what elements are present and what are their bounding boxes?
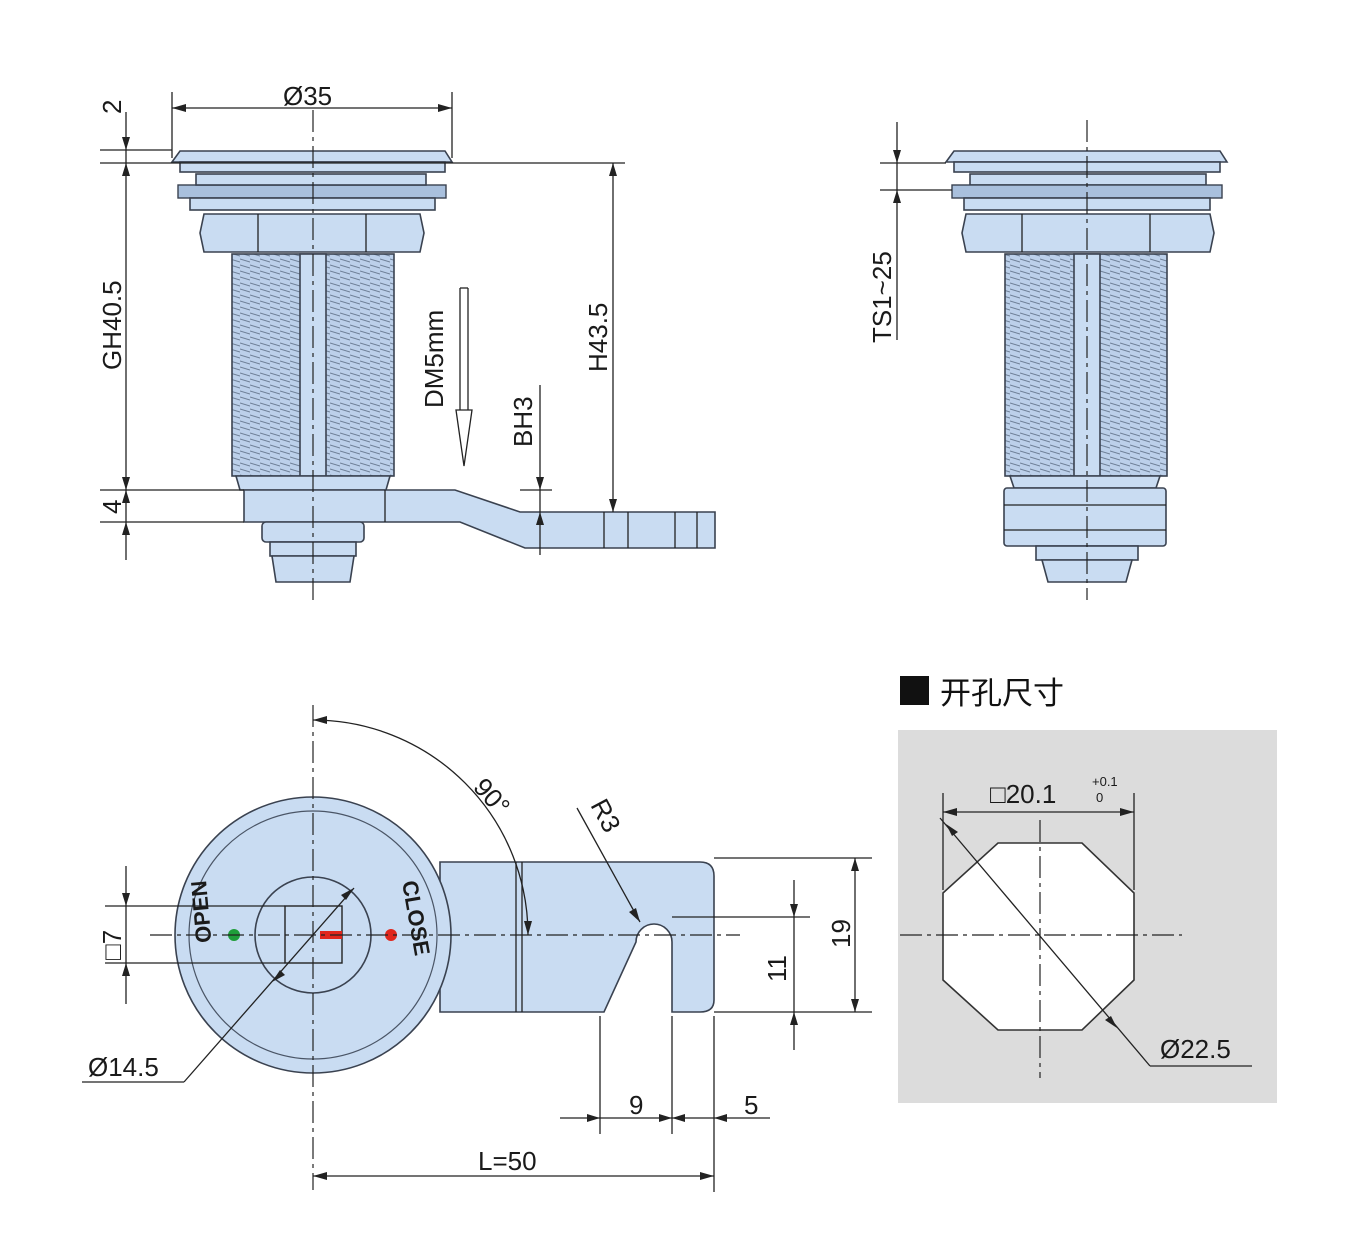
- front-view: Ø35 2 GH40.5 4 DM5mm BH3 H43.5: [97, 81, 716, 600]
- cutout-square: □20.1: [990, 779, 1056, 809]
- cutout-section: 开孔尺寸 □20.1 +0.1 0 Ø22.5: [898, 676, 1277, 1103]
- cutout-title: 开孔尺寸: [940, 676, 1064, 712]
- dim-h: H43.5: [583, 303, 613, 372]
- cutout-diameter: Ø22.5: [1160, 1034, 1231, 1064]
- bullet-square: [900, 676, 929, 705]
- label-open: OPEN: [186, 880, 216, 944]
- dim-length: L=50: [478, 1146, 537, 1176]
- dim-4: 4: [97, 500, 127, 514]
- cutout-shape: [942, 842, 1135, 1031]
- side-view: TS1~25: [867, 120, 1229, 600]
- dim-19: 19: [826, 919, 856, 948]
- dim-bh: BH3: [508, 396, 538, 447]
- spring-washer: [195, 173, 427, 186]
- cam-arm: [439, 861, 715, 1013]
- dim-sq7: □7: [97, 930, 127, 960]
- cap-top: [170, 150, 454, 163]
- dim-diameter-35: Ø35: [283, 81, 332, 111]
- cutout-tol-upper: +0.1: [1092, 774, 1118, 789]
- hex-nut: [199, 213, 425, 253]
- dim-9: 9: [629, 1090, 643, 1120]
- top-view: OPEN CLOSE 90° R3 □7 11 19: [82, 705, 872, 1192]
- dim-11: 11: [762, 955, 792, 982]
- dim-gh: GH40.5: [97, 280, 127, 370]
- washer: [177, 184, 447, 199]
- cam-plate: [243, 489, 716, 549]
- close-dot: [385, 929, 397, 941]
- dim-angle: 90°: [468, 772, 517, 821]
- dim-r3: R3: [585, 794, 627, 837]
- dim-5: 5: [744, 1090, 758, 1120]
- dim-2: 2: [97, 100, 127, 114]
- dim-ts: TS1~25: [867, 251, 897, 343]
- cutout-tol-lower: 0: [1096, 790, 1103, 805]
- dim-dm: DM5mm: [419, 310, 449, 408]
- dim-diameter-14-5: Ø14.5: [88, 1052, 159, 1082]
